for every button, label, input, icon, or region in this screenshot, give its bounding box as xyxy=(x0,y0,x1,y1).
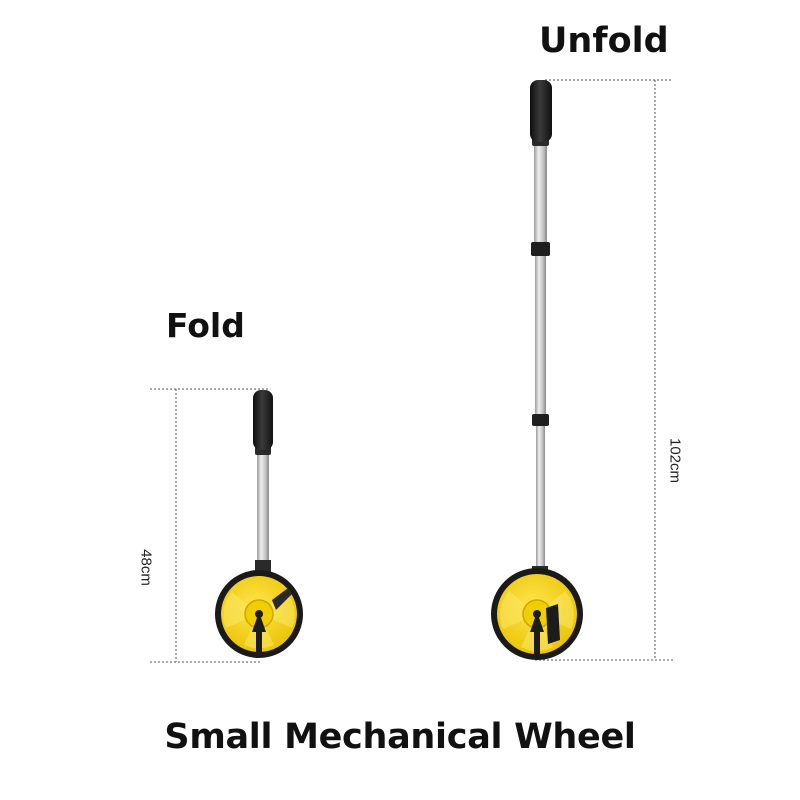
unfolded-dimension-lines xyxy=(535,79,673,661)
measuring-wheel-folded-icon xyxy=(215,390,303,658)
unfold-label: Unfold xyxy=(539,21,669,61)
measuring-wheel-unfolded-icon xyxy=(491,80,583,660)
folded-height-label: 48cm xyxy=(137,549,155,586)
folded-dimension-lines xyxy=(150,388,270,663)
unfolded-height-label: 102cm xyxy=(666,437,684,484)
product-title: Small Mechanical Wheel xyxy=(164,717,636,757)
fold-label: Fold xyxy=(166,306,245,345)
